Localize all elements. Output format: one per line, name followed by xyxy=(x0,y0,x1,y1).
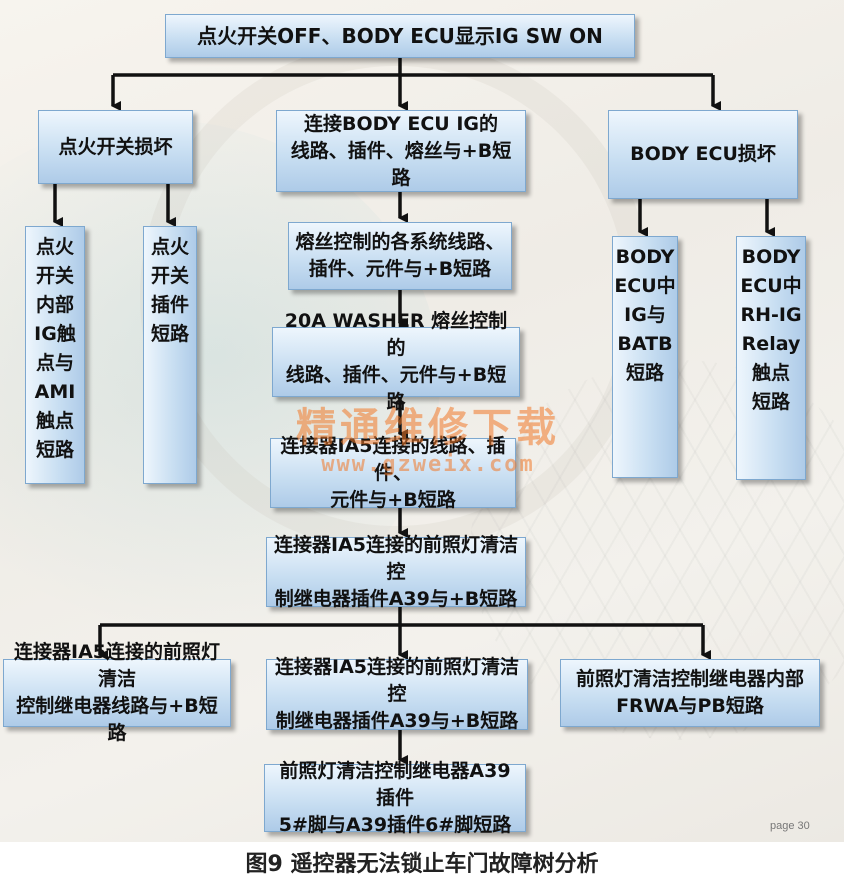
node-text-line: AMI xyxy=(34,381,76,403)
node-root: 点火开关OFF、BODY ECU显示IG SW ON xyxy=(165,14,635,58)
node-text-line: 控制继电器线路与+B短路 xyxy=(16,695,218,744)
node-text-line: 触点 xyxy=(751,362,790,384)
node-ignition-connector-short: 点火开关插件短路 xyxy=(143,226,197,484)
node-ecu-ig-batb-short: BODY ECU中 IG与 BATB 短路 xyxy=(612,236,678,478)
node-text: 点火开关损坏 xyxy=(58,134,172,161)
node-text-line: BODY xyxy=(615,246,675,268)
node-text-line: 连接器IA5连接的前照灯清洁控 xyxy=(275,656,519,705)
node-text-line: 熔丝控制的各系统线路、 xyxy=(295,231,505,253)
node-ignition-switch-damaged: 点火开关损坏 xyxy=(38,110,193,184)
node-text-line: 点与 xyxy=(35,352,74,374)
node-text-line: 前照灯清洁控制继电器A39插件 xyxy=(279,759,511,809)
node-text-line: 5#脚与A39插件6#脚短路 xyxy=(278,813,512,836)
diagram-canvas: 点火开关OFF、BODY ECU显示IG SW ON 点火开关损坏 连接BODY… xyxy=(0,0,844,842)
node-text: 连接BODY ECU IG的线路、插件、熔丝与+B短路 xyxy=(283,111,519,192)
node-relay-internal-short: 前照灯清洁控制继电器内部 FRWA与PB短路 xyxy=(560,659,820,727)
node-text-line: 开关 xyxy=(150,265,189,287)
node-text: 点火开关内部 IG触点与 AMI 触点短路 xyxy=(26,233,84,465)
node-ia5-a39-short: 连接器IA5连接的前照灯清洁控制继电器插件A39与+B短路 xyxy=(266,534,526,610)
node-text-line: 连接器IA5连接的前照灯清洁控 xyxy=(274,533,518,583)
node-text-line: 插件 xyxy=(150,294,189,316)
node-text-line: 20A WASHER 熔丝控制的 xyxy=(284,310,508,359)
node-text-line: BODY ECU损坏 xyxy=(630,143,776,165)
node-text-line: 连接BODY ECU IG的 xyxy=(303,112,499,135)
node-text-line: 制继电器插件A39与+B短路 xyxy=(274,587,518,610)
node-text-line: 制继电器插件A39与+B短路 xyxy=(275,710,519,732)
node-text-line: RH-IG xyxy=(740,304,802,326)
node-text-line: 短路 xyxy=(751,391,790,413)
node-text: BODY ECU中 RH-IG Relay 触点短路 xyxy=(737,243,805,417)
node-text-line: IG与 xyxy=(624,304,666,326)
figure-caption: 图9 遥控器无法锁止车门故障树分析 xyxy=(245,852,599,877)
node-text: BODY ECU中 IG与 BATB 短路 xyxy=(613,243,677,388)
node-ia5-a39-short-2: 连接器IA5连接的前照灯清洁控制继电器插件A39与+B短路 xyxy=(266,656,528,732)
node-text-line: 短路 xyxy=(150,323,189,345)
node-text-line: 短路 xyxy=(625,362,664,384)
node-text: 连接器IA5连接的前照灯清洁控制继电器插件A39与+B短路 xyxy=(273,532,519,613)
node-text-line: 内部 xyxy=(35,294,74,316)
node-text-line: 点火 xyxy=(150,236,189,258)
node-text: 连接器IA5连接的前照灯清洁控制继电器线路与+B短路 xyxy=(10,639,224,747)
node-text-line: 连接器IA5连接的线路、插件、 xyxy=(280,434,506,484)
node-text-line: 短路 xyxy=(35,439,74,461)
node-text: 点火开关插件短路 xyxy=(144,233,196,349)
node-text: 20A WASHER 熔丝控制的线路、插件、元件与+B短路 xyxy=(279,308,513,416)
node-a39-pins-short: 前照灯清洁控制继电器A39插件 5#脚与A39插件6#脚短路 xyxy=(264,760,526,836)
node-text-line: 元件与+B短路 xyxy=(330,488,456,511)
node-text-line: 触点 xyxy=(35,410,74,432)
node-text-line: 线路、插件、元件与+B短路 xyxy=(285,364,507,413)
node-text-line: 连接器IA5连接的前照灯清洁 xyxy=(14,641,220,690)
page-label: page 30 xyxy=(770,820,810,832)
node-text-line: 点火开关OFF、BODY ECU显示IG SW ON xyxy=(197,23,603,48)
node-text-line: ECU中 xyxy=(614,275,676,297)
node-washer-fuse-short: 20A WASHER 熔丝控制的线路、插件、元件与+B短路 xyxy=(272,310,520,413)
node-text-line: 点火 xyxy=(35,236,74,258)
node-text-line: 开关 xyxy=(35,265,74,287)
node-fuse-systems-short: 熔丝控制的各系统线路、插件、元件与+B短路 xyxy=(288,222,512,290)
node-text-line: 插件、元件与+B短路 xyxy=(308,258,492,280)
node-text-line: Relay xyxy=(741,333,801,355)
node-ecu-ig-short: 连接BODY ECU IG的线路、插件、熔丝与+B短路 xyxy=(276,110,526,192)
node-text: 熔丝控制的各系统线路、插件、元件与+B短路 xyxy=(295,229,504,283)
node-ecu-relay-short: BODY ECU中 RH-IG Relay 触点短路 xyxy=(736,236,806,480)
node-text-line: 点火开关损坏 xyxy=(58,135,173,158)
node-text: 前照灯清洁控制继电器A39插件 5#脚与A39插件6#脚短路 xyxy=(271,758,519,839)
node-ignition-internal-short: 点火开关内部 IG触点与 AMI 触点短路 xyxy=(25,226,85,484)
node-text-line: 线路、插件、熔丝与+B短路 xyxy=(290,139,512,189)
node-text-line: BATB xyxy=(617,333,673,355)
connector-lines xyxy=(53,58,775,765)
node-text: 连接器IA5连接的前照灯清洁控制继电器插件A39与+B短路 xyxy=(273,654,521,735)
node-text-line: 前照灯清洁控制继电器内部 xyxy=(575,668,804,690)
node-text: 点火开关OFF、BODY ECU显示IG SW ON xyxy=(197,23,603,50)
node-text-line: IG触 xyxy=(34,323,76,345)
node-text: BODY ECU损坏 xyxy=(630,141,776,168)
node-ia5-line-short: 连接器IA5连接的前照灯清洁控制继电器线路与+B短路 xyxy=(3,641,231,744)
node-text-line: ECU中 xyxy=(740,275,802,297)
node-ia5-short: 连接器IA5连接的线路、插件、元件与+B短路 xyxy=(270,435,516,511)
node-text: 连接器IA5连接的线路、插件、元件与+B短路 xyxy=(277,433,509,514)
node-body-ecu-damaged: BODY ECU损坏 xyxy=(608,110,798,199)
node-text-line: FRWA与PB短路 xyxy=(616,695,764,717)
node-text: 前照灯清洁控制继电器内部 FRWA与PB短路 xyxy=(576,666,804,720)
node-text-line: BODY xyxy=(741,246,801,268)
